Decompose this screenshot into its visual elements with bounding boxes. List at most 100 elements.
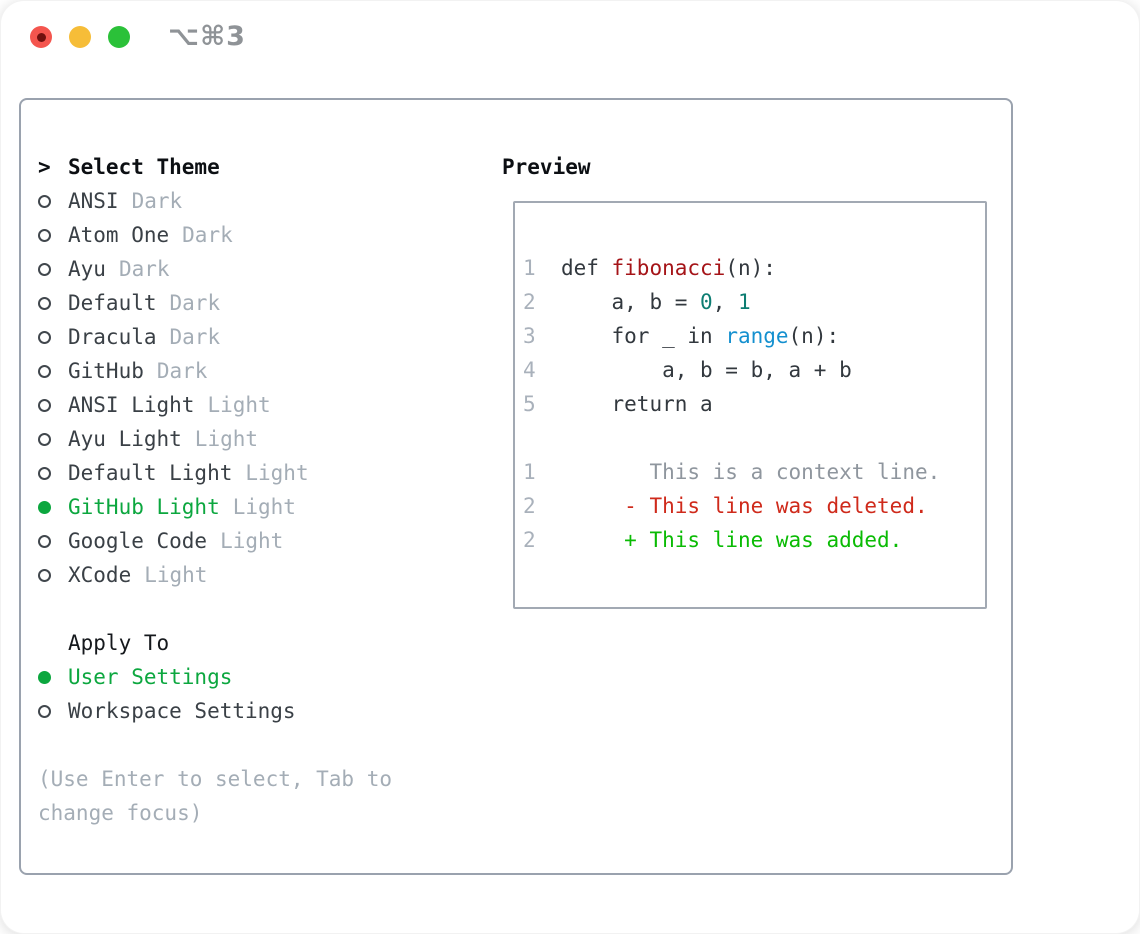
theme-option[interactable]: Atom One Dark [38, 218, 502, 252]
spacer [38, 728, 502, 762]
code-segment-plain: return a [535, 392, 713, 416]
code-segment-plain: def [535, 256, 612, 280]
theme-name: Default Light [68, 461, 233, 485]
window-titlebar: ⌥⌘3 [0, 0, 1140, 98]
apply-to-header: Apply To [38, 626, 502, 660]
code-segment-del: - This line was deleted. [624, 494, 928, 518]
radio-icon [38, 670, 51, 684]
apply-to-title: Apply To [68, 631, 170, 655]
radio-icon [38, 194, 51, 208]
radio-icon [38, 364, 51, 378]
close-button[interactable] [30, 26, 52, 48]
radio-icon [38, 500, 51, 514]
radio-icon [38, 228, 51, 242]
radio-icon [38, 330, 51, 344]
radio-icon [38, 568, 51, 582]
theme-option[interactable]: Ayu Light Light [38, 422, 502, 456]
theme-name: Atom One [68, 223, 170, 247]
theme-variant-badge: Dark [182, 223, 233, 247]
code-segment-ln: 2 [523, 494, 536, 518]
radio-icon [38, 296, 51, 310]
theme-option[interactable]: Default Light Light [38, 456, 502, 490]
theme-option[interactable]: Dracula Dark [38, 320, 502, 354]
theme-variant-badge: Light [194, 427, 259, 451]
code-line: 2 a, b = 0, 1 [523, 285, 985, 319]
theme-name: Ayu [68, 257, 106, 281]
code-line: 1 This is a context line. [523, 455, 985, 489]
code-line: 1 def fibonacci(n): [523, 251, 985, 285]
code-segment-builtin: range [725, 324, 789, 348]
radio-icon [38, 466, 51, 480]
radio-icon [38, 432, 51, 446]
spacer [38, 592, 502, 626]
theme-name: Google Code [68, 529, 208, 553]
code-line: 2 - This line was deleted. [523, 489, 985, 523]
theme-variant-badge: Light [232, 495, 296, 519]
select-theme-title: Select Theme [68, 155, 220, 179]
theme-variant-badge: Dark [169, 325, 221, 349]
theme-name: Dracula [68, 325, 157, 349]
apply-to-option[interactable]: Workspace Settings [38, 694, 502, 728]
preview-column: Preview 1 def fibonacci(n):2 a, b = 0, 1… [502, 100, 1011, 873]
theme-list-column: > Select Theme ANSI Dark Atom One Dark A… [21, 100, 502, 873]
apply-to-option-label: User Settings [68, 665, 233, 689]
theme-variant-badge: Light [207, 393, 271, 417]
code-segment-plain: for _ in [535, 324, 726, 348]
code-segment-plain: a, b = b, a + b [535, 358, 852, 382]
theme-name: XCode [68, 563, 132, 587]
theme-name: ANSI Light [68, 393, 195, 417]
theme-name: Ayu Light [68, 427, 182, 451]
code-segment-ln: 3 [523, 324, 536, 348]
theme-variant-badge: Dark [156, 359, 208, 383]
theme-variant-badge: Dark [118, 257, 170, 281]
prompt-icon: > [38, 155, 51, 179]
theme-list: ANSI Dark Atom One Dark Ayu Dark Default… [38, 184, 502, 592]
theme-option[interactable]: GitHub Light Light [38, 490, 502, 524]
code-segment-ln: 2 [523, 528, 536, 552]
code-segment-lit: 0 [700, 290, 713, 314]
radio-icon [38, 704, 51, 718]
radio-icon [38, 534, 51, 548]
apply-to-list: User Settings Workspace Settings [38, 660, 502, 728]
apply-to-option-label: Workspace Settings [68, 699, 296, 723]
theme-name: GitHub Light [68, 495, 220, 519]
code-segment-ln: 4 [523, 358, 536, 382]
theme-option[interactable]: XCode Light [38, 558, 502, 592]
code-segment-add: + This line was added. [624, 528, 903, 552]
theme-variant-badge: Light [245, 461, 309, 485]
code-segment-plain: , [712, 290, 738, 314]
preview-title: Preview [502, 155, 591, 179]
theme-option[interactable]: Google Code Light [38, 524, 502, 558]
window-title: ⌥⌘3 [168, 21, 246, 52]
theme-picker-panel: > Select Theme ANSI Dark Atom One Dark A… [19, 98, 1013, 875]
code-segment-plain [536, 494, 625, 518]
code-segment-ln: 5 [523, 392, 536, 416]
theme-name: Default [68, 291, 157, 315]
theme-option[interactable]: GitHub Dark [38, 354, 502, 388]
radio-icon [38, 398, 51, 412]
theme-option[interactable]: ANSI Light Light [38, 388, 502, 422]
theme-name: ANSI [68, 189, 119, 213]
code-segment-func: fibonacci [611, 256, 726, 280]
zoom-button[interactable] [108, 26, 130, 48]
radio-icon [38, 262, 51, 276]
code-segment-ln: 2 [523, 290, 536, 314]
code-segment-ln: 1 [523, 460, 536, 484]
theme-option[interactable]: ANSI Dark [38, 184, 502, 218]
theme-option[interactable]: Ayu Dark [38, 252, 502, 286]
close-button-dot-icon [36, 32, 46, 42]
code-segment-ln: 1 [523, 256, 536, 280]
code-segment-lit: 1 [737, 290, 751, 314]
hint-text: (Use Enter to select, Tab to change focu… [38, 767, 393, 825]
theme-variant-badge: Light [144, 563, 208, 587]
theme-option[interactable]: Default Dark [38, 286, 502, 320]
theme-name: GitHub [68, 359, 144, 383]
code-line: 3 for _ in range(n): [523, 319, 985, 353]
minimize-button[interactable] [69, 26, 91, 48]
select-theme-header: > Select Theme [38, 150, 502, 184]
apply-to-option[interactable]: User Settings [38, 660, 502, 694]
code-segment-context: This is a context line. [649, 460, 941, 484]
code-line [523, 421, 985, 455]
